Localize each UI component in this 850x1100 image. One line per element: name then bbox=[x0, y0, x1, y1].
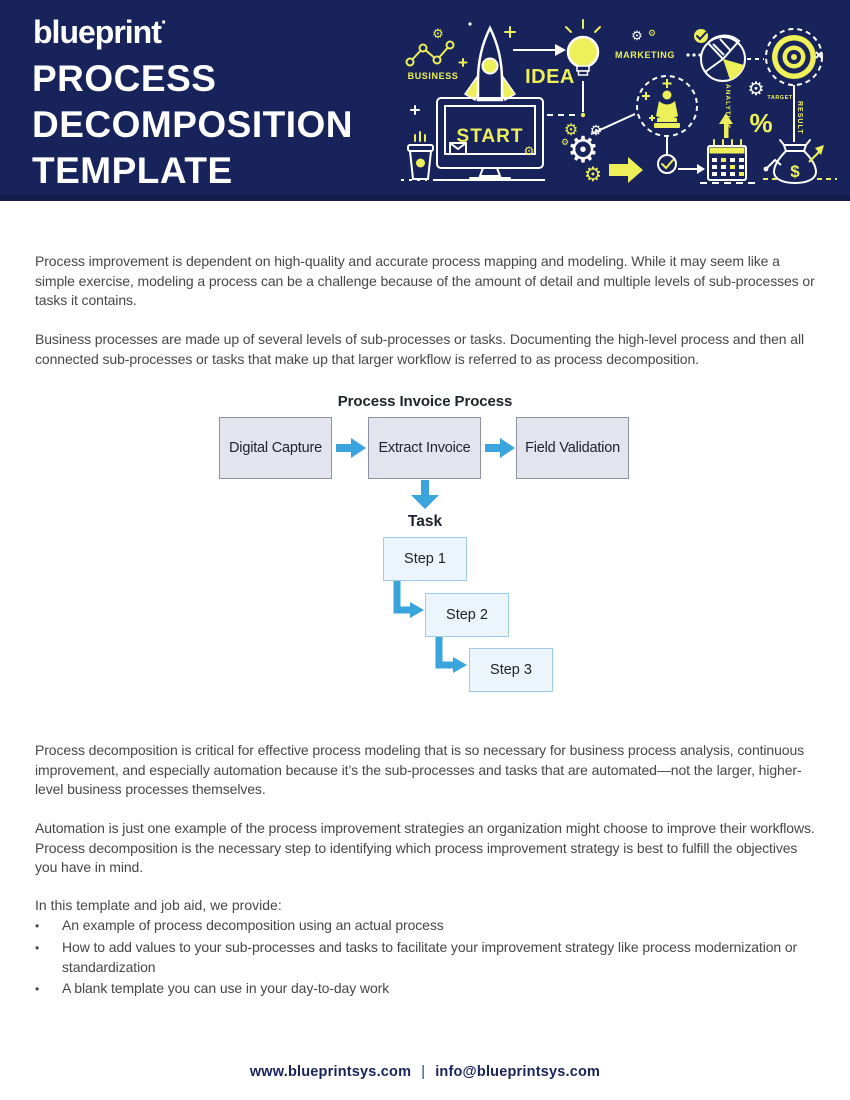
paragraph-4: Automation is just one example of the pr… bbox=[35, 820, 815, 875]
up-arrow-icon bbox=[719, 113, 733, 138]
website-link[interactable]: www.blueprintsys.com bbox=[249, 1064, 412, 1080]
down-arrow-icon bbox=[411, 480, 439, 509]
bullet-icon: • bbox=[35, 941, 40, 955]
ground-lines bbox=[401, 178, 837, 184]
gear-icon: ⚙ bbox=[524, 144, 535, 158]
process-box-label: Field Validation bbox=[525, 440, 620, 456]
step-box-1: Step 1 bbox=[383, 537, 467, 581]
title-line-1: PROCESS bbox=[32, 58, 217, 99]
sparkle-icons bbox=[410, 22, 516, 115]
logo-trademark-dot: · bbox=[160, 12, 168, 34]
list-item-text: A blank template you can use in your day… bbox=[62, 979, 390, 996]
gear-icon: ⚙ bbox=[584, 164, 602, 186]
idea-group: IDEA bbox=[513, 19, 601, 118]
target-label: TARGET bbox=[767, 95, 792, 101]
dollar-label: $ bbox=[790, 162, 800, 181]
pie-chart-icon: ANALYTICS bbox=[694, 29, 764, 130]
title-line-3: TEMPLATE bbox=[32, 150, 233, 191]
step-box-label: Step 3 bbox=[490, 662, 532, 678]
result-label: RESULT bbox=[796, 101, 803, 134]
process-box-label: Digital Capture bbox=[229, 440, 322, 456]
gear-icon: ⚙ bbox=[561, 137, 569, 147]
startup-process-illustration: ⚙ BUSINESS START bbox=[401, 19, 837, 186]
money-bag-icon: $ bbox=[763, 139, 824, 185]
paragraph-3: Process decomposition is critical for ef… bbox=[35, 742, 805, 797]
business-chart-icon: ⚙ BUSINESS bbox=[405, 26, 459, 81]
step-box-3: Step 3 bbox=[469, 648, 553, 692]
right-arrow-icon bbox=[485, 438, 515, 458]
idea-label: IDEA bbox=[525, 66, 575, 88]
coffee-cup-icon bbox=[407, 131, 434, 180]
start-label: START bbox=[457, 126, 524, 147]
gear-icon: ⚙ bbox=[747, 79, 764, 100]
growth-arrow-icon bbox=[763, 145, 824, 172]
diagram-title: Process Invoice Process bbox=[337, 393, 513, 410]
paragraph-1: Process improvement is dependent on high… bbox=[35, 253, 815, 308]
rocket-icon bbox=[463, 25, 517, 102]
gears-cluster-icon: ⚙ ⚙ ⚙ ⚙ ⚙ bbox=[561, 113, 636, 186]
target-icon: TARGET RESULT bbox=[765, 28, 823, 142]
monitor-icon: START ⚙ bbox=[436, 97, 544, 179]
blueprint-logo: blueprint· bbox=[33, 12, 168, 51]
process-box-digital-capture: Digital Capture bbox=[219, 417, 332, 479]
bullet-icon: • bbox=[35, 919, 40, 933]
page-title: PROCESS DECOMPOSITION TEMPLATE bbox=[32, 56, 353, 194]
business-label: BUSINESS bbox=[408, 71, 459, 81]
marketing-group: ⚙ ⚙ MARKETING bbox=[615, 28, 702, 60]
list-intro: In this template and job aid, we provide… bbox=[35, 897, 282, 913]
marketing-label: MARKETING bbox=[615, 50, 675, 60]
analytics-label: ANALYTICS bbox=[724, 84, 731, 130]
process-decomposition-diagram: Process Invoice Process Digital Capture … bbox=[0, 388, 850, 705]
email-link[interactable]: info@blueprintsys.com bbox=[435, 1064, 601, 1080]
process-box-extract-invoice: Extract Invoice bbox=[368, 417, 481, 479]
list-item: • How to add values to your sub-processes… bbox=[35, 938, 825, 977]
footer-separator: | bbox=[421, 1064, 426, 1080]
list-item-text: How to add values to your sub-processes … bbox=[62, 939, 798, 975]
lightbulb-icon bbox=[565, 19, 601, 76]
bullet-icon: • bbox=[35, 981, 40, 996]
title-line-2: DECOMPOSITION bbox=[32, 104, 354, 145]
envelope-icon bbox=[449, 142, 467, 155]
elbow-arrow-icon bbox=[393, 581, 424, 618]
step-box-2: Step 2 bbox=[425, 593, 509, 637]
chess-king-icon bbox=[636, 75, 698, 137]
process-box-field-validation: Field Validation bbox=[516, 417, 629, 479]
gear-icon: ⚙ bbox=[648, 28, 656, 38]
right-arrow-icon bbox=[336, 438, 366, 458]
gear-icon: ⚙ bbox=[631, 28, 643, 43]
calendar-grid bbox=[712, 158, 744, 176]
gear-icon: ⚙ bbox=[564, 122, 578, 139]
arrow-to-calendar-icon bbox=[678, 164, 705, 174]
big-right-arrow-icon bbox=[609, 157, 643, 183]
paragraph-2: Business processes are made up of severa… bbox=[35, 331, 804, 367]
check-circle-icon bbox=[657, 136, 677, 174]
list-item: • An example of process decomposition usi… bbox=[35, 916, 825, 937]
percent-group: ⚙ % bbox=[747, 79, 772, 138]
footer: www.blueprintsys.com | info@blueprintsys.c… bbox=[0, 1064, 850, 1080]
percent-label: % bbox=[749, 108, 772, 138]
step-box-label: Step 2 bbox=[446, 607, 488, 623]
elbow-arrow-icon bbox=[435, 637, 467, 673]
logo-text: blueprint bbox=[33, 14, 162, 50]
feature-list: • An example of process decomposition usi… bbox=[35, 916, 825, 1001]
gear-icon: ⚙ bbox=[590, 122, 603, 138]
gear-icon: ⚙ bbox=[432, 26, 444, 41]
list-item-text: An example of process decomposition usin… bbox=[62, 917, 444, 933]
task-label: Task bbox=[407, 513, 443, 530]
step-box-label: Step 1 bbox=[404, 551, 446, 567]
process-box-label: Extract Invoice bbox=[378, 440, 471, 456]
header-banner: blueprint· PROCESS DECOMPOSITION TEMPLAT… bbox=[0, 0, 850, 201]
calendar-icon bbox=[707, 113, 747, 181]
list-item: • A blank template you can use in your da… bbox=[35, 979, 825, 1000]
gear-icon: ⚙ bbox=[567, 129, 599, 170]
